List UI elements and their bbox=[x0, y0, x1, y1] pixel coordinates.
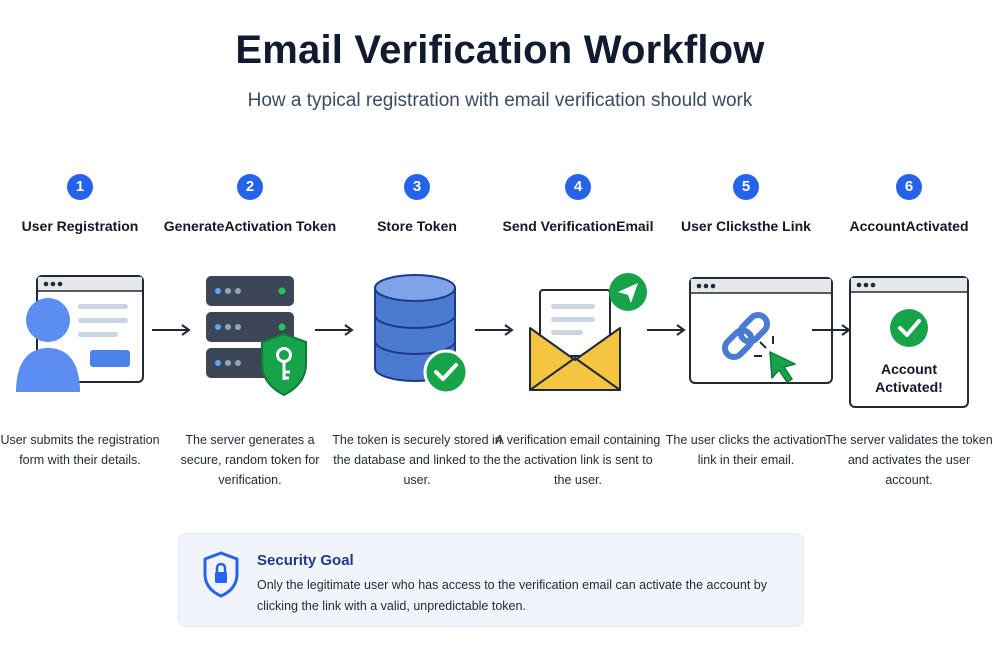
arrow-right-icon bbox=[473, 322, 517, 338]
step-label-line: Send Verification bbox=[502, 217, 617, 234]
step-label: Send Verification Email bbox=[488, 207, 668, 245]
step-label-line: User Registration bbox=[21, 217, 139, 234]
step-number-badge: 3 bbox=[404, 174, 430, 200]
step-number-badge: 5 bbox=[733, 174, 759, 200]
step-description: The server generates a secure, random to… bbox=[180, 433, 320, 487]
step-1: 1 User Registration User submits the reg… bbox=[0, 0, 170, 500]
screen-text: Account bbox=[881, 361, 937, 377]
step-label-line: Activation Token bbox=[224, 217, 337, 234]
security-goal-panel: Security Goal Only the legitimate user w… bbox=[178, 533, 804, 627]
shield-lock-icon bbox=[203, 551, 239, 598]
page-subtitle: How a typical registration with email ve… bbox=[247, 90, 753, 111]
account-activated-icon: Account Activated! bbox=[849, 276, 969, 408]
step-label: Account Activated bbox=[819, 207, 999, 245]
link-click-icon bbox=[689, 277, 833, 384]
step-label: User Registration bbox=[0, 207, 170, 245]
step-5: 5 User Clicks the Link The user clicks t… bbox=[656, 0, 836, 500]
step-label: Generate Activation Token bbox=[160, 207, 340, 245]
screen-text: Activated! bbox=[875, 379, 943, 395]
step-number-badge: 4 bbox=[565, 174, 591, 200]
step-label: Store Token bbox=[327, 207, 507, 245]
step-4: 4 Send Verification Email A verification… bbox=[488, 0, 668, 500]
arrow-right-icon bbox=[313, 322, 357, 338]
step-label-line: Activated bbox=[905, 217, 969, 234]
step-description: A verification email containing the acti… bbox=[495, 433, 661, 487]
step-3: 3 Store Token The token is securely stor… bbox=[327, 0, 507, 500]
step-label-line: Account bbox=[849, 217, 906, 234]
step-label-line: Store Token bbox=[377, 217, 457, 234]
security-goal-text: Only the legitimate user who has access … bbox=[257, 578, 767, 613]
security-goal-title: Security Goal bbox=[257, 552, 354, 569]
step-description: User submits the registration form with … bbox=[0, 433, 160, 467]
page-title: Email Verification Workflow bbox=[235, 28, 765, 72]
step-description: The user clicks the activation link in t… bbox=[665, 433, 827, 467]
step-description: The server validates the token and activ… bbox=[825, 433, 993, 487]
arrow-right-icon bbox=[645, 322, 689, 338]
step-description: The token is securely stored in the data… bbox=[332, 433, 502, 487]
user-form-icon bbox=[16, 275, 144, 392]
step-6: 6 Account Activated Account Activated! T… bbox=[819, 0, 999, 500]
step-label-line: User Clicks bbox=[681, 217, 758, 234]
step-label-line: Generate bbox=[163, 217, 225, 234]
arrow-right-icon bbox=[150, 322, 194, 338]
step-label-line: the Link bbox=[757, 217, 811, 234]
step-label-line: Email bbox=[616, 217, 654, 234]
step-label: User Clicks the Link bbox=[656, 207, 836, 245]
step-number-badge: 6 bbox=[896, 174, 922, 200]
step-number-badge: 1 bbox=[67, 174, 93, 200]
database-check-icon bbox=[374, 274, 469, 395]
step-2: 2 Generate Activation Token The server g… bbox=[160, 0, 340, 500]
check-circle-icon bbox=[890, 309, 928, 347]
step-number-badge: 2 bbox=[237, 174, 263, 200]
email-send-icon bbox=[529, 273, 647, 391]
server-key-icon bbox=[206, 276, 307, 397]
